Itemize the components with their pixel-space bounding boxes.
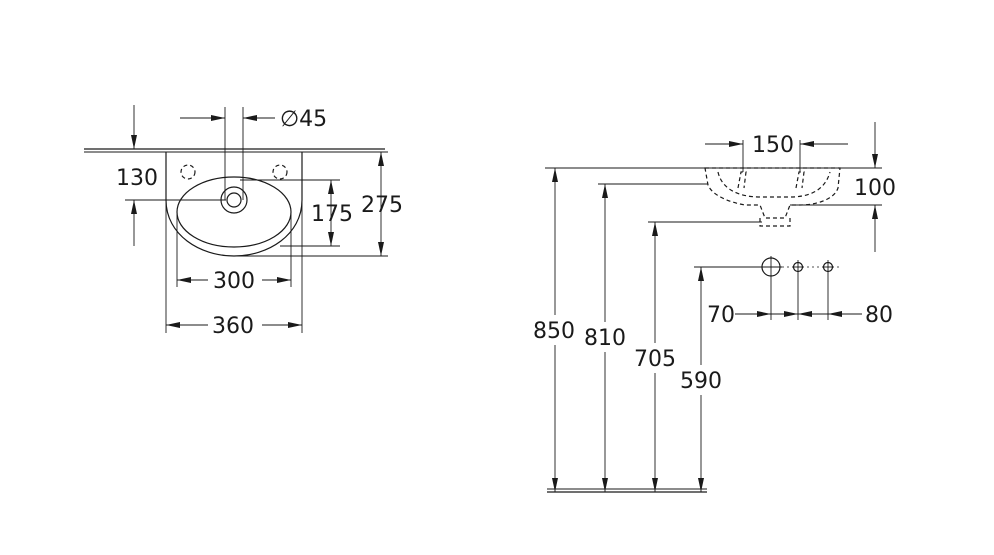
dim-130: 130 — [116, 166, 158, 191]
top-view: ∅45 130 175 275 300 — [84, 105, 403, 339]
d360-arrow-right — [288, 322, 302, 328]
d360-arrow-left — [166, 322, 180, 328]
d850-arrow-top — [552, 168, 558, 182]
d810-arrow-bottom — [602, 478, 608, 492]
dia-arrow-right — [243, 115, 257, 121]
drain-right — [795, 171, 805, 189]
drain-left — [737, 171, 747, 189]
fixing-hole-right — [272, 164, 288, 180]
d130-arrow-bottom — [131, 200, 137, 214]
d275-arrow-bottom — [378, 242, 384, 256]
d850-arrow-bottom — [552, 478, 558, 492]
dim-100: 100 — [854, 176, 896, 201]
dim-80: 80 — [865, 303, 893, 328]
dim-275: 275 — [361, 193, 403, 218]
basin-outline — [165, 152, 303, 257]
d130-arrow-top — [131, 135, 137, 149]
d100-arrow-bottom — [872, 205, 878, 219]
d705-arrow-top — [652, 222, 658, 236]
d705-arrow-bottom — [652, 478, 658, 492]
dim-360: 360 — [212, 314, 254, 339]
d590-arrow-top — [698, 267, 704, 281]
d80-arrow-left — [798, 311, 812, 317]
dim-70: 70 — [707, 303, 735, 328]
dim-150: 150 — [752, 133, 794, 158]
d300-arrow-right — [277, 277, 291, 283]
d175-arrow-top — [328, 180, 334, 194]
dim-590: 590 — [680, 369, 722, 394]
dim-705: 705 — [634, 347, 676, 372]
dim-850: 850 — [533, 319, 575, 344]
tap-hole-inner — [226, 192, 242, 208]
d80-arrow-right — [828, 311, 842, 317]
d590-arrow-bottom — [698, 478, 704, 492]
d275-arrow-top — [378, 152, 384, 166]
d150-arrow-left — [729, 141, 743, 147]
dim-diameter: ∅45 — [280, 107, 327, 132]
dia-arrow-left — [211, 115, 225, 121]
dim-810: 810 — [584, 326, 626, 351]
dim-300: 300 — [213, 269, 255, 294]
d300-arrow-left — [177, 277, 191, 283]
d175-arrow-bottom — [328, 232, 334, 246]
side-view: 150 100 70 80 — [533, 122, 896, 493]
waste-trap — [759, 218, 791, 227]
dim-175: 175 — [311, 202, 353, 227]
d810-arrow-top — [602, 184, 608, 198]
d100-arrow-top — [872, 154, 878, 168]
bowl-profile — [717, 171, 831, 198]
d150-arrow-right — [800, 141, 814, 147]
d70-arrow-right — [784, 311, 798, 317]
basin-profile — [704, 167, 841, 219]
fixing-hole-left — [180, 164, 196, 180]
d70-arrow-left — [757, 311, 771, 317]
